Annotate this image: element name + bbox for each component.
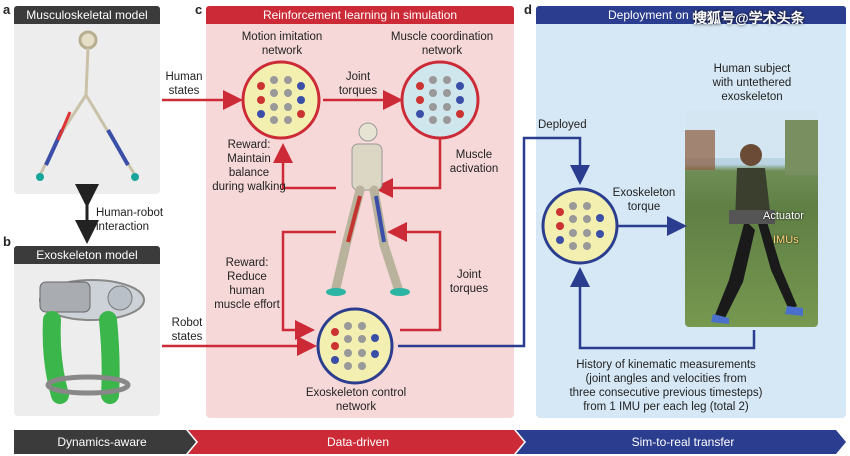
exoskeleton-figure — [39, 279, 145, 404]
human-subject-photo: Actuator IMUs — [685, 110, 818, 327]
imus-label: IMUs — [773, 234, 799, 246]
network-motion-imitation — [241, 60, 321, 140]
exoskeleton-title: Exoskeleton model — [14, 246, 160, 264]
network-deployed — [541, 187, 619, 265]
rl-title: Reinforcement learning in simulation — [206, 6, 514, 24]
panel-letter-d: d — [524, 2, 532, 17]
network-exo-control — [316, 307, 394, 385]
exoskeleton-card — [14, 246, 160, 416]
walking-person-illustration — [685, 110, 818, 324]
deployment-title: Deployment on real — [536, 6, 846, 24]
bottom-label-data-driven: Data-driven — [326, 435, 390, 449]
label-history: History of kinematic measurements(joint … — [569, 359, 763, 413]
panel-letter-c: c — [195, 2, 203, 17]
actuator-label: Actuator — [763, 210, 804, 222]
bottom-chevron-bar — [14, 430, 846, 454]
panel-letter-b: b — [3, 234, 11, 249]
label-deployed: Deployed — [538, 119, 587, 131]
panel-letter-a: a — [3, 2, 11, 17]
network-muscle-coordination — [400, 60, 480, 140]
network-nodes — [257, 76, 604, 370]
watermark-text: 搜狐号@学术头条 — [693, 10, 805, 26]
bottom-label-dynamics: Dynamics-aware — [57, 435, 147, 449]
simulated-human-figure — [326, 122, 410, 296]
bottom-label-sim-to-real: Sim-to-real transfer — [631, 435, 735, 449]
musculoskeletal-title: Musculoskeletal model — [14, 6, 160, 24]
